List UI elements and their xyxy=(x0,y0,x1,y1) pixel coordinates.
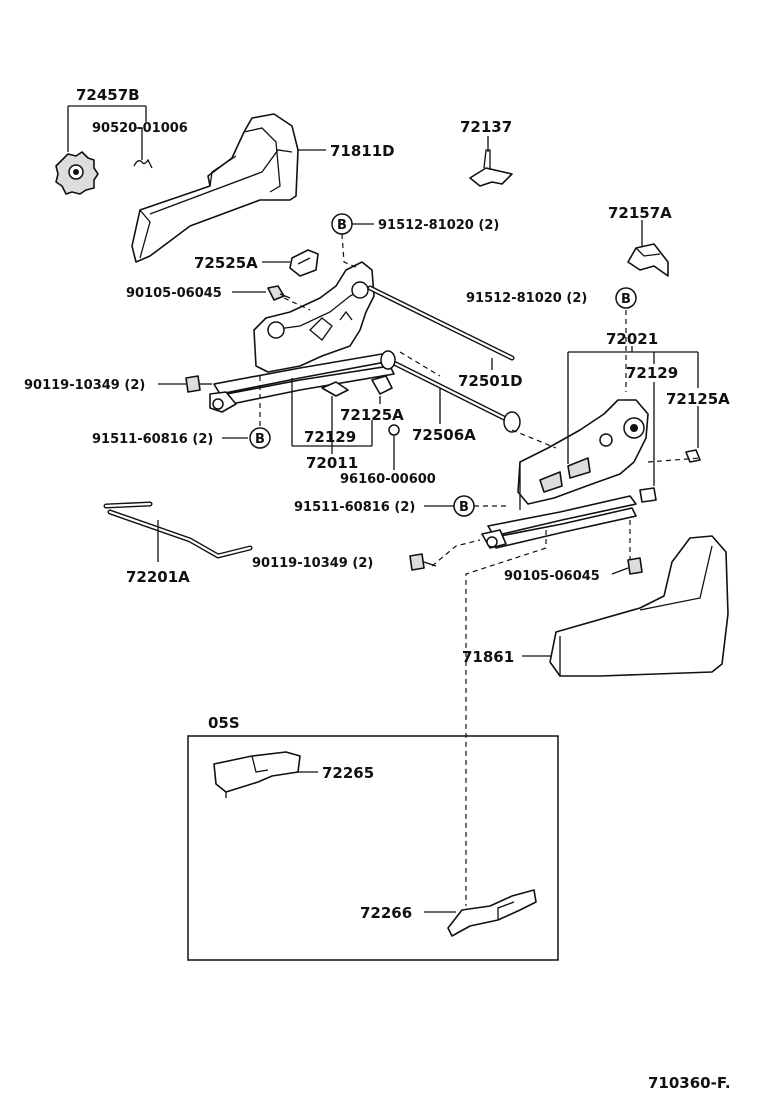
bolt-90105-lower xyxy=(627,557,643,575)
hook-part-72125A-left xyxy=(371,375,393,395)
clip-part-72525A xyxy=(289,249,319,277)
adjuster-frame-left xyxy=(209,261,395,413)
ref-circle-b-upper: B xyxy=(331,213,353,235)
label-72201A: 72201A xyxy=(126,568,190,586)
leader-lines xyxy=(67,105,701,913)
label-72129-left: 72129 xyxy=(304,428,356,446)
label-90119-10349-left: 90119-10349 (2) xyxy=(24,378,145,393)
cover-part-72265 xyxy=(213,751,301,798)
ref-circle-b-right: B xyxy=(615,287,637,309)
cover-part-71811D xyxy=(131,113,299,263)
label-72501D: 72501D xyxy=(458,372,523,390)
rod-part-72501D xyxy=(367,285,515,361)
label-72157A: 72157A xyxy=(608,204,672,222)
label-91511-60816-left: 91511-60816 (2) xyxy=(92,432,213,447)
cover-part-71861 xyxy=(549,535,729,677)
lever-part-72129-right xyxy=(639,487,657,503)
bracket-part-72157A xyxy=(627,243,669,277)
label-72129-right: 72129 xyxy=(626,364,678,382)
wire-part-72201A xyxy=(103,501,253,559)
label-72457B: 72457B xyxy=(76,86,140,104)
bolt-90105-upper xyxy=(267,285,291,301)
ref-circle-b-left: B xyxy=(249,427,271,449)
label-72265: 72265 xyxy=(322,764,374,782)
label-72137: 72137 xyxy=(460,118,512,136)
label-72266: 72266 xyxy=(360,904,412,922)
clip-part-90520 xyxy=(133,158,153,169)
label-90119-10349-right: 90119-10349 (2) xyxy=(252,556,373,571)
label-72011: 72011 xyxy=(306,454,358,472)
diagram-code-footer: 710360-F. xyxy=(648,1074,731,1092)
label-71861: 71861 xyxy=(462,648,514,666)
label-96160-00600: 96160-00600 xyxy=(340,472,436,487)
svg-text:B: B xyxy=(255,432,265,447)
svg-text:B: B xyxy=(459,500,469,515)
label-71811D: 71811D xyxy=(330,142,395,160)
rod-part-72506A xyxy=(380,350,521,433)
knob-part-72457B xyxy=(55,151,99,195)
bolt-90119-left xyxy=(185,375,212,393)
label-91511-60816-right: 91511-60816 (2) xyxy=(294,500,415,515)
label-72125A-right: 72125A xyxy=(666,390,730,408)
label-90105-06045-lower: 90105-06045 xyxy=(504,569,600,584)
label-91512-81020-upper: 91512-81020 (2) xyxy=(378,218,499,233)
ref-circle-b-lower: B xyxy=(453,495,475,517)
inset-box-05S xyxy=(187,735,559,961)
label-91512-81020-right: 91512-81020 (2) xyxy=(466,291,587,306)
hook-part-72125A-right xyxy=(685,449,701,463)
svg-text:B: B xyxy=(337,218,347,233)
cover-part-72266 xyxy=(447,889,537,937)
bolt-90119-right xyxy=(409,553,437,571)
washer-part-96160 xyxy=(388,424,400,436)
label-72021: 72021 xyxy=(606,330,658,348)
bracket-part-72137 xyxy=(469,149,513,187)
svg-text:B: B xyxy=(621,292,631,307)
label-72525A: 72525A xyxy=(194,254,258,272)
lever-part-72129-left xyxy=(321,381,349,397)
label-72506A: 72506A xyxy=(412,426,476,444)
label-72125A-left: 72125A xyxy=(340,406,404,424)
label-90105-06045-upper: 90105-06045 xyxy=(126,286,222,301)
label-90520-01006: 90520-01006 xyxy=(92,121,188,136)
adjuster-frame-right xyxy=(481,399,649,549)
label-05S: 05S xyxy=(208,714,240,732)
